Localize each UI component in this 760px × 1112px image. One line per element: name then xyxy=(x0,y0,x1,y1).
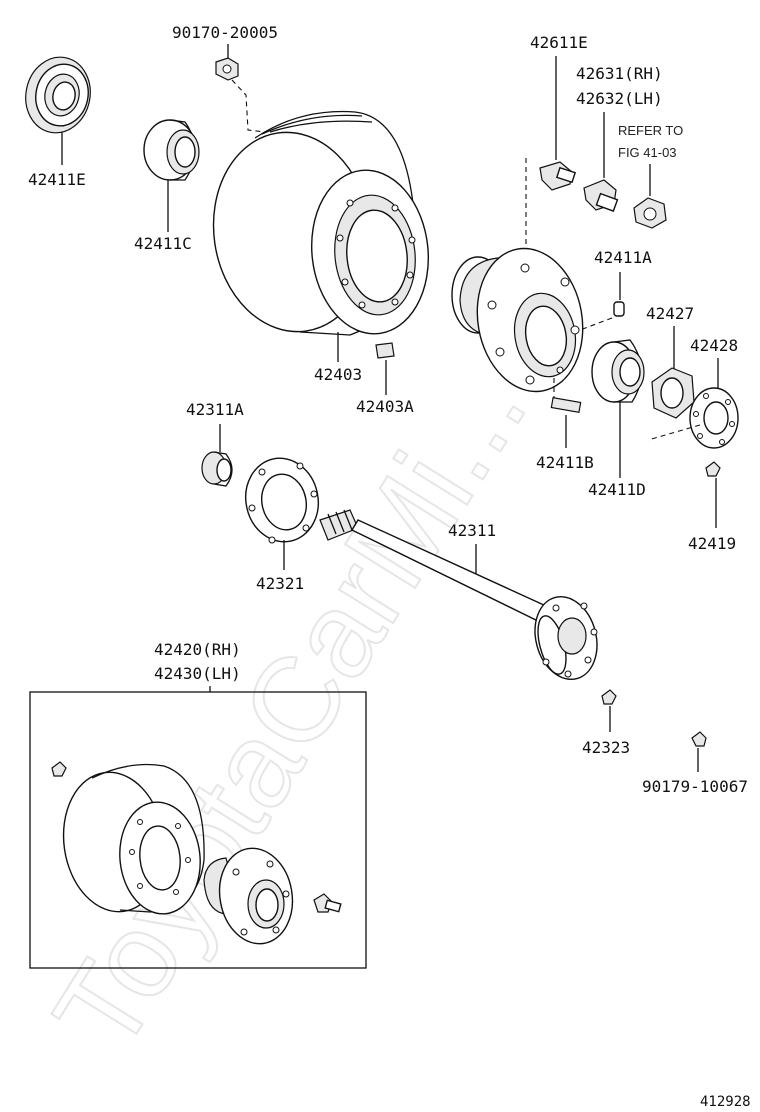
label-42428: 42428 xyxy=(690,336,738,355)
oil-seal-inner-part xyxy=(201,451,233,487)
label-42323: 42323 xyxy=(582,738,630,757)
label-42631: 42631(RH) xyxy=(576,64,663,83)
inner-bearing-part xyxy=(143,119,200,232)
hub-nut-part xyxy=(583,179,619,212)
drum-plug-part xyxy=(375,342,395,395)
label-42403: 42403 xyxy=(314,365,362,384)
cone-washer-part xyxy=(601,689,617,732)
pin-part xyxy=(613,301,625,317)
label-42632: 42632(LH) xyxy=(576,89,663,108)
watermark: ToyotaCarMi... xyxy=(28,347,552,1074)
label-42411E: 42411E xyxy=(28,170,86,189)
lock-nut-part xyxy=(651,367,695,419)
label-42311A: 42311A xyxy=(186,400,244,419)
label-42420: 42420(RH) xyxy=(154,640,241,659)
nut-top-part xyxy=(215,57,239,81)
label-90179-10067: 90179-10067 xyxy=(642,777,748,796)
assembly-bolt-part xyxy=(313,893,342,913)
axle-hub-part xyxy=(451,247,584,393)
label-42411B: 42411B xyxy=(536,453,594,472)
assembly-drum-part xyxy=(51,761,205,915)
nut-bottom-part xyxy=(691,731,707,772)
oil-seal-outer-part xyxy=(25,56,91,165)
axle-shaft-part xyxy=(319,509,598,681)
label-42611E: 42611E xyxy=(530,33,588,52)
hub-stud-part xyxy=(550,396,582,448)
label-42427: 42427 xyxy=(646,304,694,323)
gasket-part xyxy=(245,457,319,570)
figure-id: 412928 xyxy=(700,1094,751,1110)
label-90170-20005: 90170-20005 xyxy=(172,23,278,42)
label-42311: 42311 xyxy=(448,521,496,540)
refer-note-line1: REFER TO xyxy=(618,123,683,138)
outer-bearing-part xyxy=(591,339,645,478)
brake-drum-part xyxy=(212,110,430,362)
refer-note-line2: FIG 41-03 xyxy=(618,145,677,160)
hub-bolt-part xyxy=(539,161,577,191)
label-42403A: 42403A xyxy=(356,397,414,416)
label-42321: 42321 xyxy=(256,574,304,593)
assembly-hub-part xyxy=(203,847,294,945)
label-42411A: 42411A xyxy=(594,248,652,267)
lock-washer-part xyxy=(689,387,739,449)
label-42419: 42419 xyxy=(688,534,736,553)
label-42411D: 42411D xyxy=(588,480,646,499)
refer-nut-part xyxy=(633,197,667,229)
screw-part xyxy=(705,461,721,528)
label-42430: 42430(LH) xyxy=(154,664,241,683)
assembly-box xyxy=(29,691,367,969)
label-42411C: 42411C xyxy=(134,234,192,253)
